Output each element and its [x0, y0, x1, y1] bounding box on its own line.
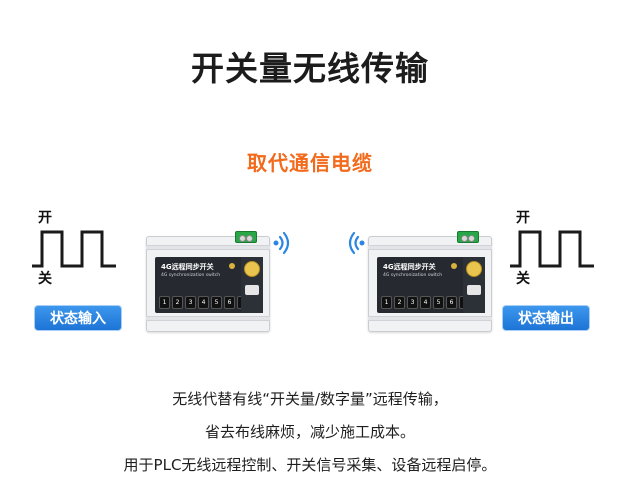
- control-panel: [241, 257, 263, 313]
- terminal-block: [457, 231, 479, 243]
- mode-button[interactable]: [245, 285, 259, 295]
- wireless-signal-icon: [348, 231, 365, 255]
- din-rail-bottom: [146, 316, 270, 321]
- right-label-on: 开: [516, 210, 530, 226]
- key-1[interactable]: 1: [381, 296, 392, 309]
- key-5[interactable]: 5: [433, 296, 444, 309]
- din-rail-top: [368, 245, 492, 250]
- status-led: [451, 263, 457, 269]
- terminal-block: [235, 231, 257, 243]
- reset-button[interactable]: [244, 261, 260, 277]
- status-led: [229, 263, 235, 269]
- din-rail-bottom: [368, 316, 492, 321]
- right-switch-module: 4G远程同步开关 4G synchronization switch 1 2 3…: [368, 231, 492, 332]
- control-panel: [463, 257, 485, 313]
- key-4[interactable]: 4: [198, 296, 209, 309]
- mode-button[interactable]: [467, 285, 481, 295]
- page-title: 开关量无线传输: [191, 49, 429, 88]
- key-5[interactable]: 5: [211, 296, 222, 309]
- key-4[interactable]: 4: [420, 296, 431, 309]
- module-name: 4G远程同步开关: [161, 263, 214, 271]
- key-1[interactable]: 1: [159, 296, 170, 309]
- key-6[interactable]: 6: [224, 296, 235, 309]
- description-line-3: 用于PLC无线远程控制、开关信号采集、设备远程启停。: [123, 456, 497, 474]
- right-label-off: 关: [516, 271, 530, 287]
- key-2[interactable]: 2: [394, 296, 405, 309]
- left-label-off: 关: [38, 271, 52, 287]
- input-status-tag: 状态输入: [34, 305, 122, 331]
- description-line-2: 省去布线麻烦，减少施工成本。: [204, 423, 415, 441]
- key-3[interactable]: 3: [185, 296, 196, 309]
- reset-button[interactable]: [466, 261, 482, 277]
- module-name-en: 4G synchronization switch: [383, 273, 443, 278]
- left-switch-module: 4G远程同步开关 4G synchronization switch 1 2 3…: [146, 231, 270, 332]
- left-label-on: 开: [38, 210, 52, 226]
- key-3[interactable]: 3: [407, 296, 418, 309]
- right-square-wave: [510, 230, 594, 268]
- description-line-1: 无线代替有线“开关量/数字量”远程传输，: [172, 390, 448, 408]
- key-2[interactable]: 2: [172, 296, 183, 309]
- key-6[interactable]: 6: [446, 296, 457, 309]
- din-rail-top: [146, 245, 270, 250]
- left-square-wave: [32, 230, 116, 268]
- wireless-signal-icon: [273, 231, 290, 255]
- module-name: 4G远程同步开关: [383, 263, 436, 271]
- page-subtitle: 取代通信电缆: [247, 151, 373, 175]
- module-name-en: 4G synchronization switch: [161, 273, 221, 278]
- output-status-tag: 状态输出: [502, 305, 590, 331]
